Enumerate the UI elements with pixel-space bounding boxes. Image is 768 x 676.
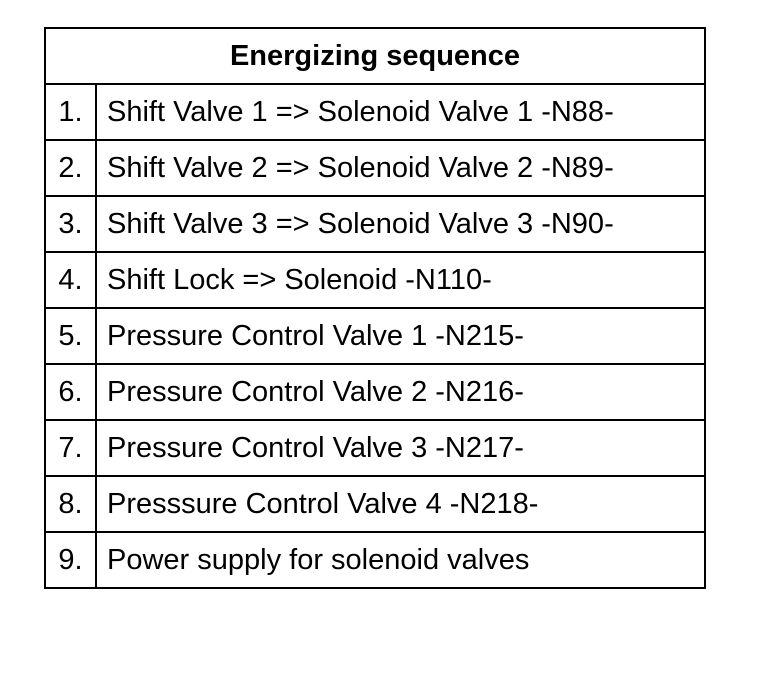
row-number: 5. (44, 307, 97, 365)
row-text: Shift Valve 2 => Solenoid Valve 2 -N89- (95, 139, 706, 197)
table-row: 5. Pressure Control Valve 1 -N215- (44, 307, 706, 365)
row-number: 4. (44, 251, 97, 309)
row-number: 9. (44, 531, 97, 589)
table-row: 1. Shift Valve 1 => Solenoid Valve 1 -N8… (44, 83, 706, 141)
row-text: Presssure Control Valve 4 -N218- (95, 475, 706, 533)
row-number: 7. (44, 419, 97, 477)
table-row: 9. Power supply for solenoid valves (44, 531, 706, 589)
row-text: Shift Valve 1 => Solenoid Valve 1 -N88- (95, 83, 706, 141)
row-number: 2. (44, 139, 97, 197)
energizing-sequence-table: Energizing sequence 1. Shift Valve 1 => … (44, 27, 706, 589)
row-number: 8. (44, 475, 97, 533)
table-row: 2. Shift Valve 2 => Solenoid Valve 2 -N8… (44, 139, 706, 197)
row-number: 6. (44, 363, 97, 421)
table-row: 7. Pressure Control Valve 3 -N217- (44, 419, 706, 477)
table-row: 8. Presssure Control Valve 4 -N218- (44, 475, 706, 533)
table-row: 3. Shift Valve 3 => Solenoid Valve 3 -N9… (44, 195, 706, 253)
row-number: 1. (44, 83, 97, 141)
row-text: Pressure Control Valve 1 -N215- (95, 307, 706, 365)
table-header-row: Energizing sequence (44, 27, 706, 85)
table-row: 6. Pressure Control Valve 2 -N216- (44, 363, 706, 421)
table-title: Energizing sequence (44, 27, 706, 85)
row-text: Power supply for solenoid valves (95, 531, 706, 589)
row-text: Pressure Control Valve 3 -N217- (95, 419, 706, 477)
row-text: Pressure Control Valve 2 -N216- (95, 363, 706, 421)
row-text: Shift Valve 3 => Solenoid Valve 3 -N90- (95, 195, 706, 253)
table-row: 4. Shift Lock => Solenoid -N110- (44, 251, 706, 309)
row-text: Shift Lock => Solenoid -N110- (95, 251, 706, 309)
row-number: 3. (44, 195, 97, 253)
